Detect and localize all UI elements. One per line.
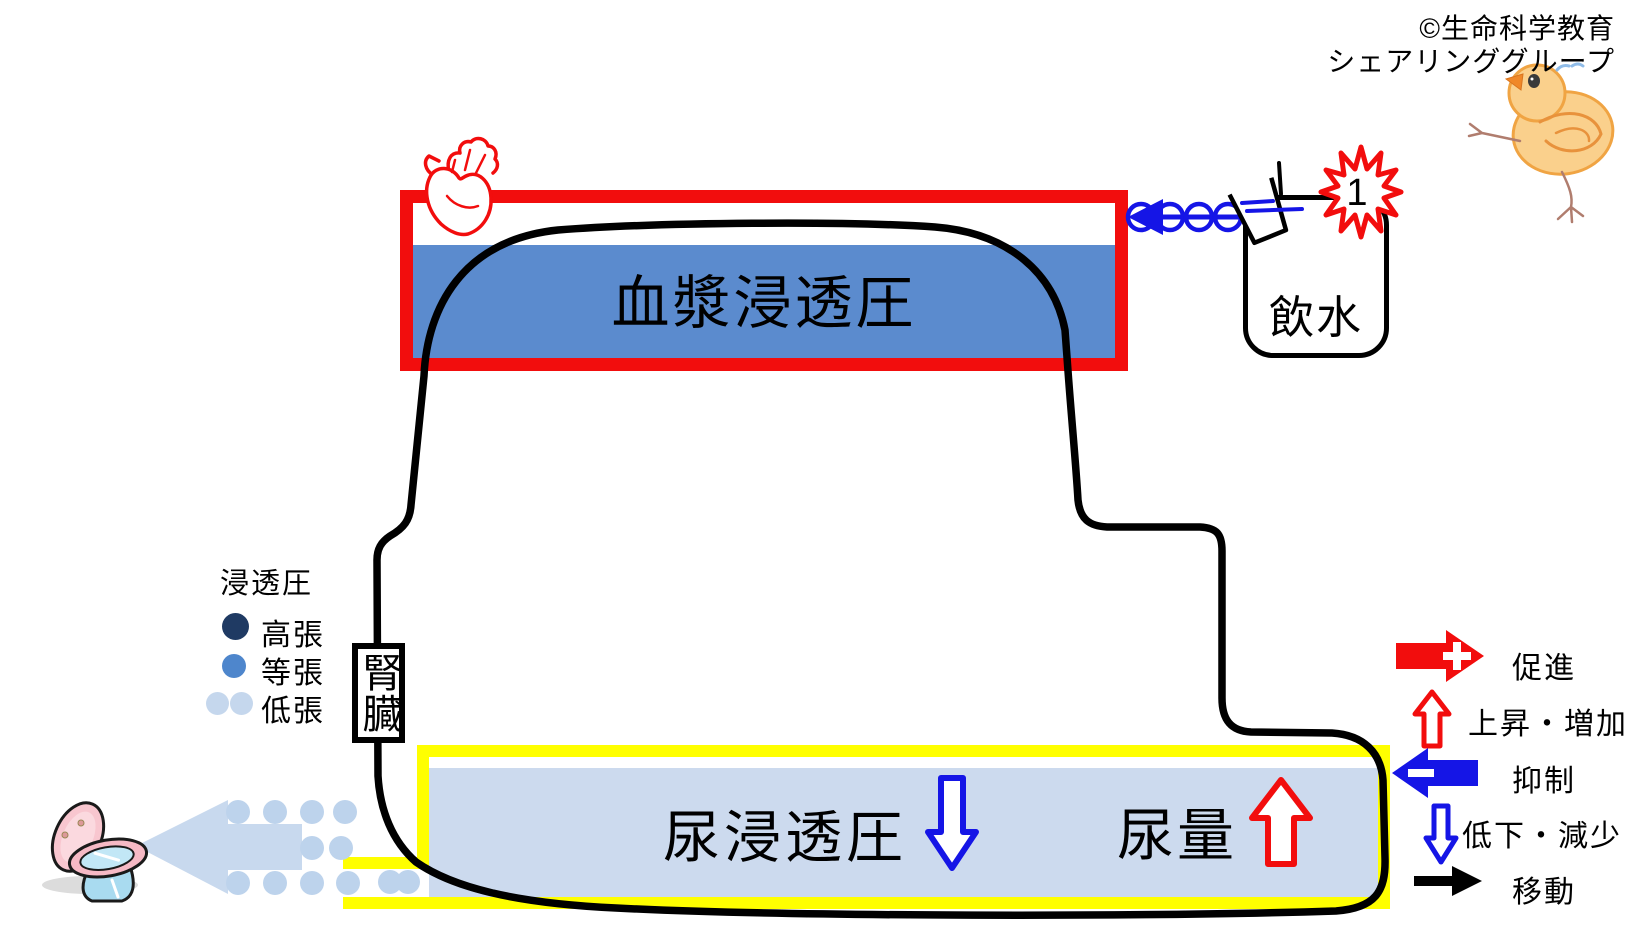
urine-box-left-border [417,745,429,869]
inhibit-label: 抑制 [1512,765,1576,798]
isotonic-dot-icon [222,654,246,678]
hypotonic-label: 低張 [261,695,325,728]
urine-volume-label: 尿量 [1117,804,1237,868]
decrease-arrow-icon [1423,803,1459,865]
hypertonic-label: 高張 [261,619,325,652]
inhibit-arrow-icon [1392,748,1478,798]
promote-label: 促進 [1512,652,1576,685]
chick-illustration [1467,62,1615,224]
copyright-line1: ©生命科学教育 [1419,13,1615,44]
hypotonic-dot-icon [230,692,253,715]
move-arrow-icon [1414,866,1482,896]
urine-box-bottom-border [343,897,1390,909]
copyright-notice: ©生命科学教育 シェアリンググループ [1327,12,1615,78]
kidney-box: 腎臓 [352,643,405,743]
isotonic-label: 等張 [261,657,325,690]
increase-arrow-icon [1412,689,1452,749]
move-label: 移動 [1512,876,1576,909]
urine-outlet-tube [343,857,417,869]
kidney-label: 腎臓 [356,652,401,734]
urine-osmotic-pressure-label: 尿浸透圧 [663,806,907,870]
urine-box-top-border [417,745,1390,757]
hypertonic-dot-icon [222,613,249,640]
plasma-osmotic-pressure-label: 血漿浸透圧 [611,271,917,336]
toilet-icon [42,801,149,903]
urine-droplets-icon [226,800,420,895]
copyright-line2: シェアリンググループ [1327,46,1615,78]
increase-label: 上昇・増加 [1468,708,1628,741]
urine-flow-arrow-icon [136,800,302,894]
decrease-label: 低下・減少 [1462,820,1622,853]
hypotonic-dot-icon [206,692,229,715]
promote-arrow-icon [1396,630,1484,682]
urine-box-right-border [1378,745,1390,909]
osmotic-legend-title: 浸透圧 [220,568,314,600]
drinking-water-label: 飲水 [1268,292,1363,343]
